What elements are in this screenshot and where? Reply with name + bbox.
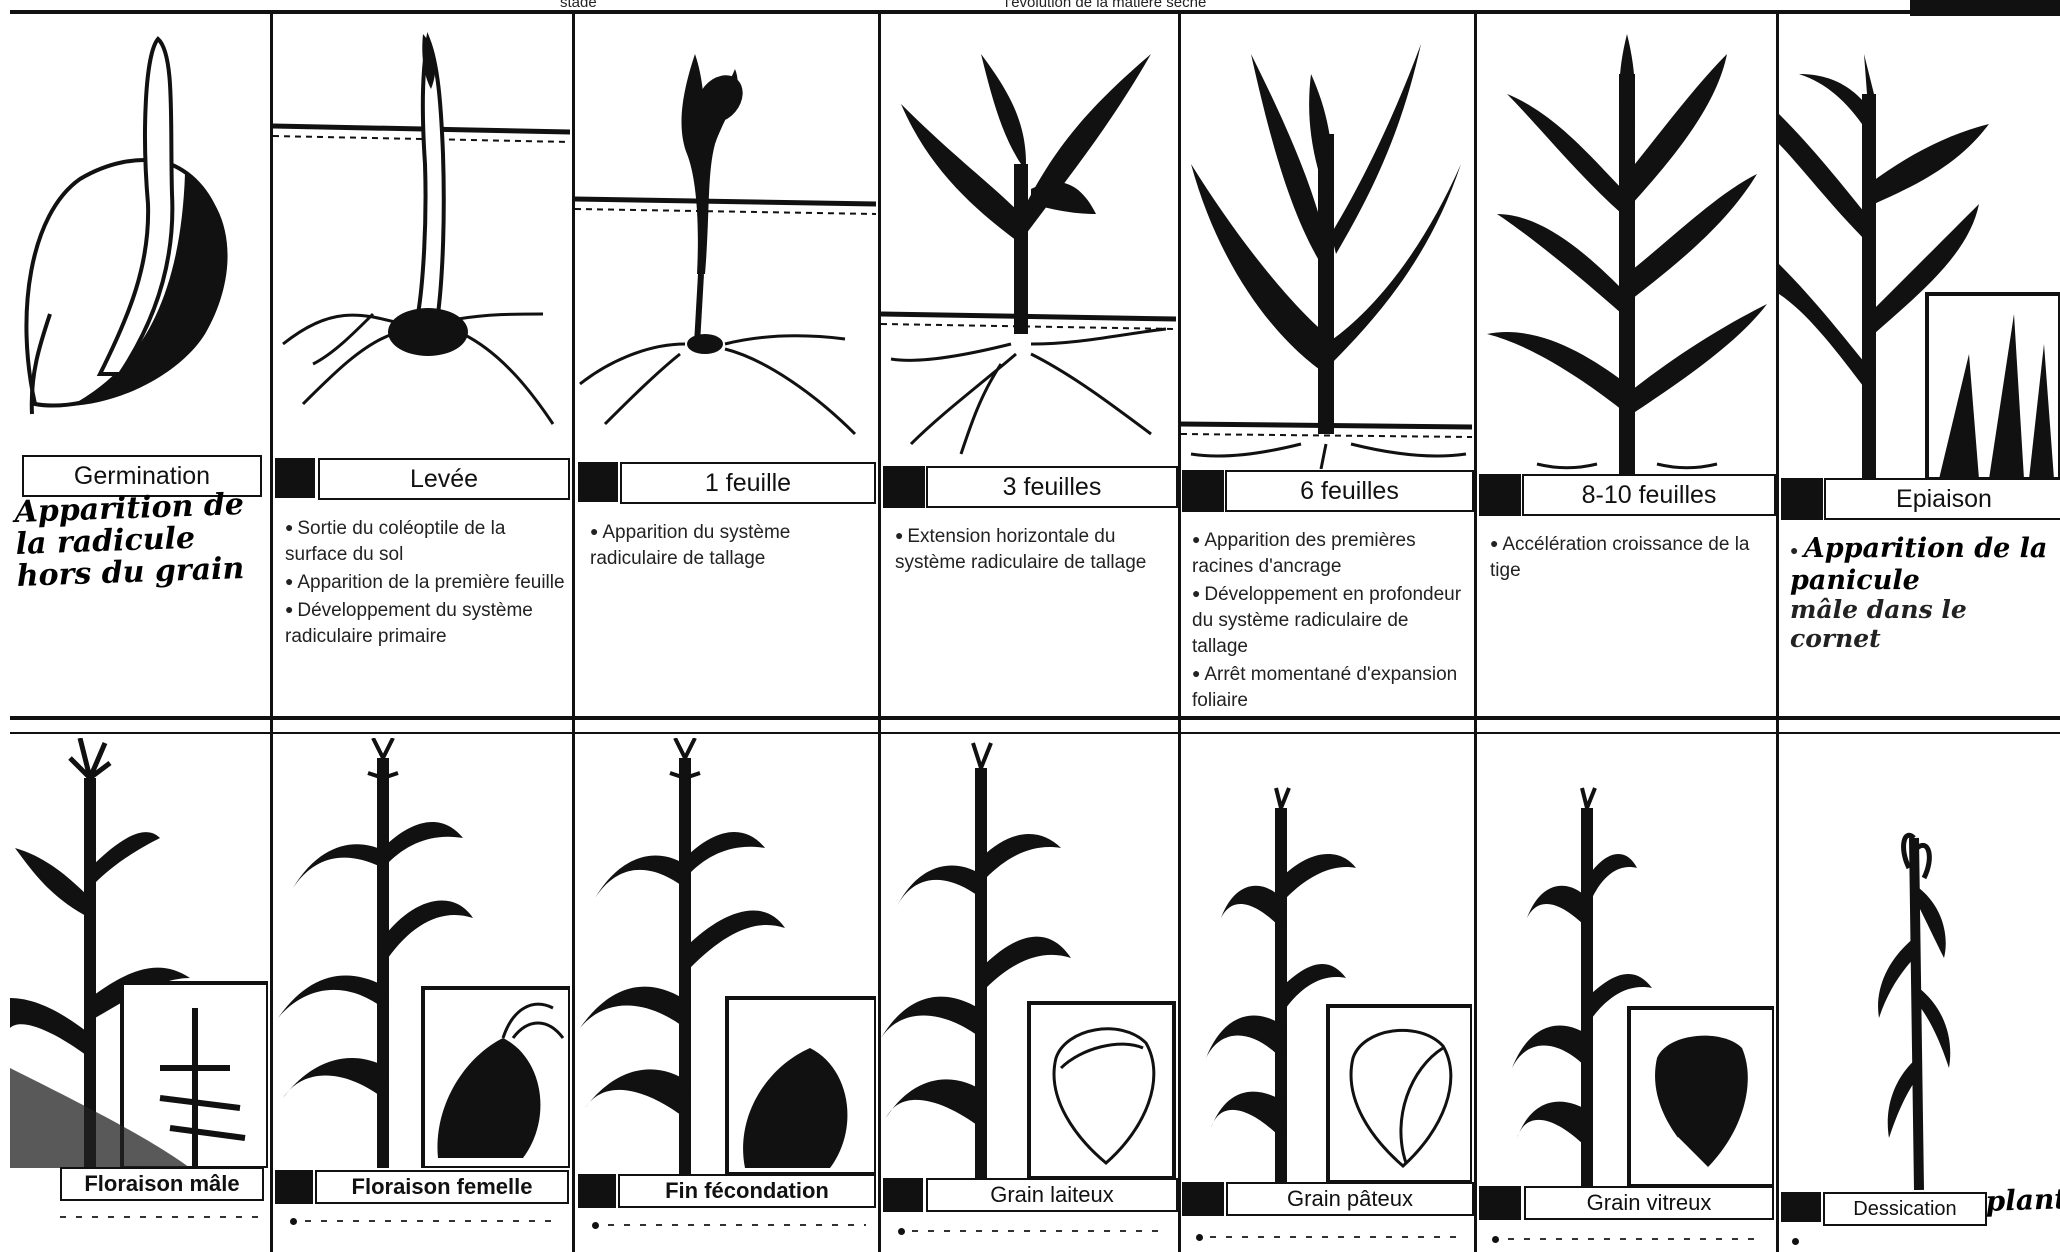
six-leaf-plant-icon: [1181, 14, 1472, 469]
stage-marker: [275, 458, 315, 498]
stage-marker: [1781, 478, 1823, 520]
stage-description-6-feuilles: Apparition des premières racines d'ancra…: [1192, 526, 1467, 714]
stage-label-levee: Levée: [318, 458, 570, 500]
stage-marker: [1781, 1192, 1821, 1222]
heading-plant-icon: [1779, 14, 2060, 479]
stage-description-epiaison: ● Apparition de la panicule mâle dans le…: [1790, 533, 2058, 655]
bullet-dot: [898, 1228, 905, 1235]
one-leaf-plant-icon: [575, 14, 876, 459]
doughy-grain-plant-icon: [1181, 738, 1472, 1182]
stage-marker: [1479, 1186, 1521, 1220]
stage-label-6-feuilles: 6 feuilles: [1225, 470, 1474, 512]
stage-label-grain-vitreux: Grain vitreux: [1524, 1186, 1774, 1220]
description-bullet: Développement en profondeur du système r…: [1192, 580, 1467, 660]
stage-marker: [1182, 470, 1224, 512]
stage-label-1-feuille: 1 feuille: [620, 462, 876, 504]
milky-grain-plant-icon: [881, 738, 1176, 1178]
stage-label-3-feuilles: 3 feuilles: [926, 466, 1178, 508]
female-flowering-plant-icon: [273, 738, 570, 1168]
faded-text-line: [60, 1216, 260, 1218]
stage-marker: [275, 1170, 313, 1204]
description-bullet: Extension horizontale du système radicul…: [895, 522, 1170, 576]
row-divider: [10, 716, 2060, 720]
row-divider-thin: [10, 732, 2060, 734]
stage-marker: [883, 1178, 923, 1212]
stage-label-floraison-male: Floraison mâle: [60, 1167, 264, 1201]
stage-label-dessication: Dessication: [1823, 1192, 1987, 1226]
faded-text-line: [305, 1220, 560, 1222]
handwritten-note-epiaison-line2: mâle dans le cornet: [1790, 595, 1967, 653]
glassy-grain-plant-icon: [1477, 738, 1774, 1186]
handwritten-note-epiaison-line1: Apparition de la panicule: [1790, 533, 2047, 596]
description-bullet: Arrêt momentané d'expansion foliaire: [1192, 660, 1467, 714]
stage-marker: [883, 466, 925, 508]
description-bullet: Apparition du système radiculaire de tal…: [590, 518, 872, 572]
stage-label-epiaison: Epiaison: [1824, 478, 2060, 520]
stage-label-floraison-femelle: Floraison femelle: [315, 1170, 569, 1204]
stage-label-grain-pateux: Grain pâteux: [1226, 1182, 1474, 1216]
description-bullet: Accélération croissance de la tige: [1490, 530, 1770, 584]
bullet-dot: [1196, 1234, 1203, 1241]
bullet-dot: [1492, 1236, 1499, 1243]
dried-plant-icon: [1779, 738, 2060, 1190]
faded-text-line: [1508, 1238, 1763, 1240]
description-bullet-dot: ●: [1790, 542, 1798, 558]
stage-description-levee: Sortie du coléoptile de la surface du so…: [285, 514, 565, 650]
end-fertilization-plant-icon: [575, 738, 876, 1174]
bullet-dot: [290, 1218, 297, 1225]
stage-description-3-feuilles: Extension horizontale du système radicul…: [895, 522, 1170, 576]
bullet-dot: [1792, 1238, 1799, 1245]
stage-marker: [1182, 1182, 1224, 1216]
stage-marker: [1479, 474, 1521, 516]
stage-label-8-10-feuilles: 8-10 feuilles: [1522, 474, 1776, 516]
description-bullet: Apparition des premières racines d'ancra…: [1192, 526, 1467, 580]
faded-text-line: [1210, 1236, 1465, 1238]
description-bullet: Développement du système radiculaire pri…: [285, 596, 565, 650]
faded-text-line: [608, 1224, 866, 1226]
stage-label-grain-laiteux: Grain laiteux: [926, 1178, 1178, 1212]
bullet-dot: [592, 1222, 599, 1229]
description-bullet: Apparition de la première feuille: [285, 568, 565, 596]
handwritten-note-germination: Apparition de la radicule hors du grain: [14, 488, 267, 593]
eight-ten-leaf-plant-icon: [1477, 14, 1774, 474]
male-flowering-plant-icon: [10, 738, 268, 1168]
stage-description-1-feuille: Apparition du système radiculaire de tal…: [590, 518, 872, 572]
faded-text-line: [912, 1230, 1167, 1232]
description-bullet: Sortie du coléoptile de la surface du so…: [285, 514, 565, 568]
stage-marker: [578, 1174, 616, 1208]
seed-germination-icon: [10, 14, 268, 454]
handwritten-note-dessication: plante: [1985, 1183, 2060, 1218]
stage-label-fin-fecondation: Fin fécondation: [618, 1174, 876, 1208]
stage-marker: [578, 462, 618, 502]
stage-description-8-10-feuilles: Accélération croissance de la tige: [1490, 530, 1770, 584]
three-leaf-plant-icon: [881, 14, 1176, 464]
emergence-seedling-icon: [273, 14, 570, 454]
